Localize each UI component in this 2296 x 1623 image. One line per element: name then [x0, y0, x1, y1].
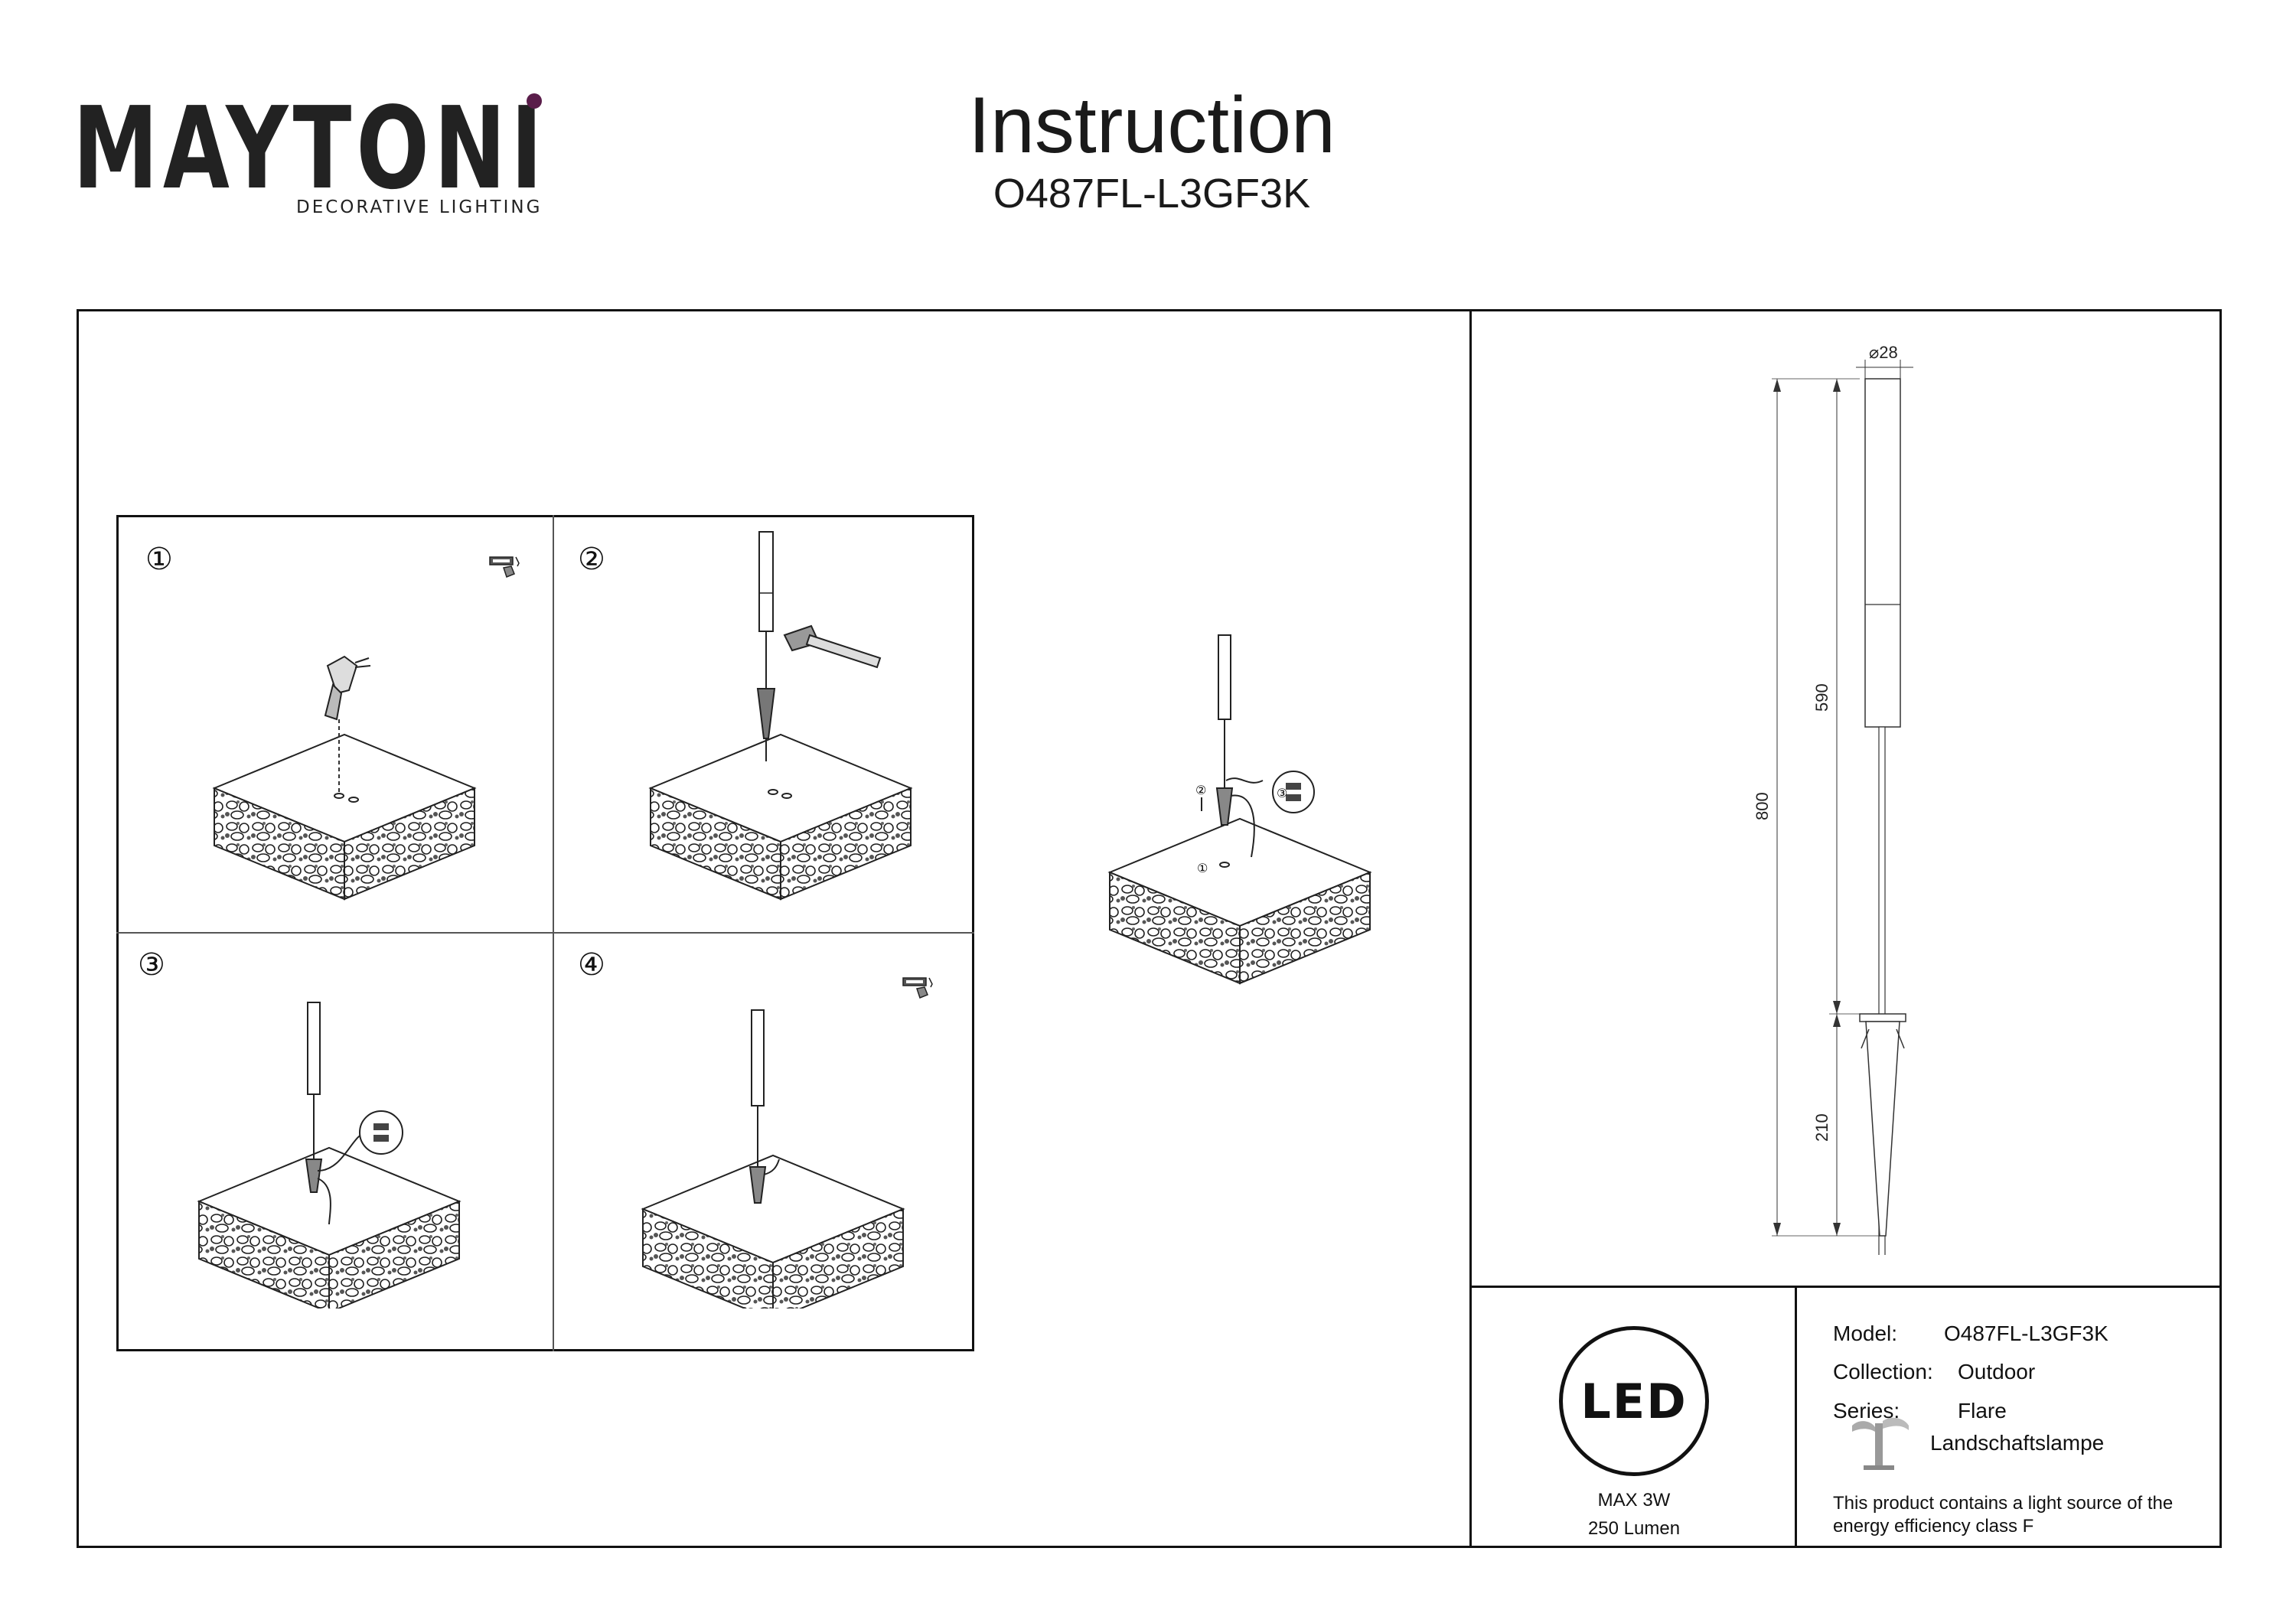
dimension-spike-height: 210: [1812, 1113, 1831, 1142]
hammer-icon: [783, 624, 882, 669]
frame-divider-vertical: [1469, 309, 1472, 1548]
steps-grid-divider-h: [116, 932, 974, 934]
drill-icon: [324, 655, 371, 721]
led-badge: LED: [1559, 1326, 1709, 1476]
brand-logo: MAYTONI DECORATIVE LIGHTING: [73, 84, 563, 230]
frame-divider-horizontal: [1469, 1286, 2222, 1288]
dimension-drawing: ⌀28 800 590 210: [1730, 337, 1959, 1255]
series-value: Flare: [1958, 1399, 2007, 1423]
step-3-illustration: [176, 995, 497, 1309]
info-divider-vertical: [1795, 1286, 1797, 1548]
main-frame: [77, 309, 2222, 1548]
step-3-number: ③: [138, 947, 165, 983]
brand-wordmark: MAYTONI: [73, 84, 547, 214]
product-type: Landschaftslampe: [1930, 1431, 2105, 1455]
overview-callout-3: ③: [1277, 786, 1287, 800]
step-4-illustration: [620, 1002, 941, 1309]
overview-illustration: ① ② ③: [1087, 627, 1408, 987]
lamp-figure: [756, 531, 776, 761]
landscape-lamp-icon: [1844, 1412, 1913, 1473]
energy-note: This product contains a light source of …: [1833, 1492, 2173, 1538]
step-2-illustration: [628, 528, 949, 903]
energy-note-line-1: This product contains a light source of …: [1833, 1493, 2174, 1514]
step-4-tool-icon: [902, 973, 936, 1004]
step-4-number: ④: [578, 947, 605, 983]
collection-value: Outdoor: [1958, 1360, 2036, 1383]
brand-tagline: DECORATIVE LIGHTING: [296, 197, 543, 217]
dimension-diameter: ⌀28: [1869, 343, 1898, 362]
power-spec: MAX 3W: [1597, 1490, 1671, 1511]
connector-icon: [1272, 771, 1315, 813]
step-1-tool-icon: [488, 552, 523, 583]
brand-dot-icon: [527, 93, 542, 109]
energy-note-line-2: energy efficiency class F: [1833, 1516, 2034, 1537]
model-value: O487FL-L3GF3K: [1944, 1322, 2108, 1345]
connector-icon: [359, 1110, 403, 1155]
step-1-number: ①: [145, 542, 173, 577]
overview-callout-2: ②: [1195, 783, 1206, 797]
step-1-illustration: [191, 643, 497, 903]
model-label: Model:: [1833, 1322, 1898, 1345]
led-label: LED: [1580, 1373, 1688, 1429]
collection-label: Collection:: [1833, 1360, 1933, 1383]
page-title: Instruction: [968, 81, 1336, 170]
step-2-number: ②: [578, 542, 605, 577]
page-model-code: O487FL-L3GF3K: [993, 171, 1311, 217]
dimension-total-height: 800: [1753, 792, 1772, 820]
lumen-spec: 250 Lumen: [1587, 1518, 1681, 1539]
overview-callout-1: ①: [1197, 861, 1208, 875]
dimension-upper-height: 590: [1812, 683, 1831, 712]
